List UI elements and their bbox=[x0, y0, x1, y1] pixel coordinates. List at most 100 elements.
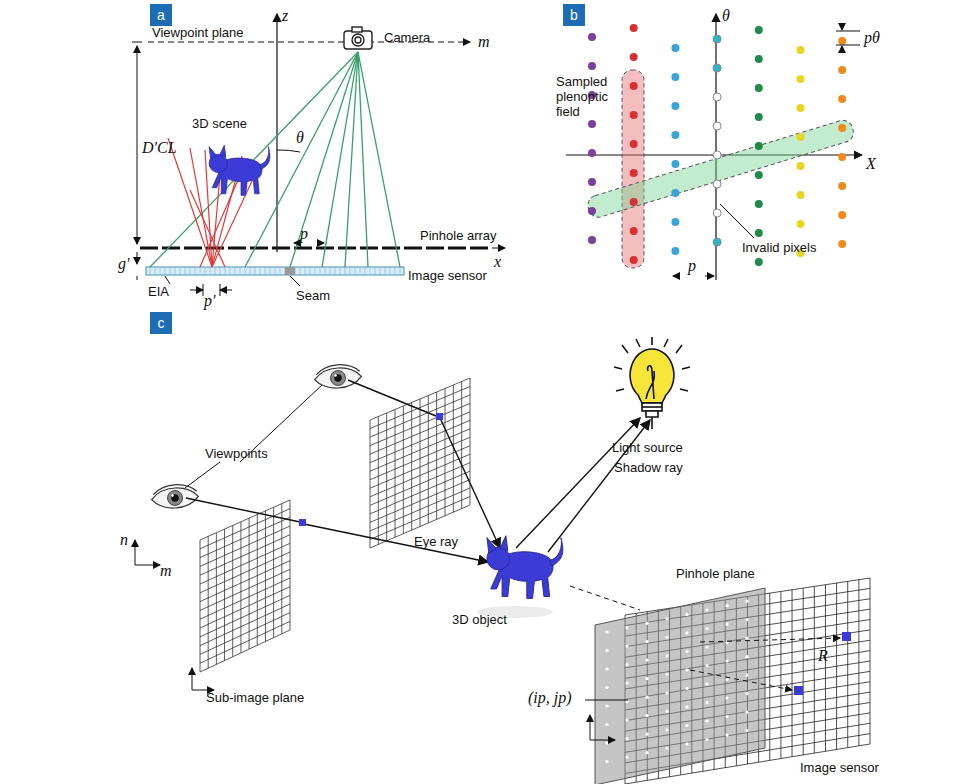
dimension-label: p′ bbox=[204, 293, 216, 308]
pixel-tick bbox=[170, 267, 171, 275]
pixel-tick bbox=[310, 267, 311, 275]
plane-label: Viewpoint plane bbox=[152, 25, 244, 40]
pixel-tick bbox=[365, 267, 366, 275]
pixel-tick bbox=[190, 267, 191, 275]
pinhole bbox=[745, 618, 748, 621]
grid-line bbox=[200, 578, 290, 619]
pinhole bbox=[645, 696, 648, 699]
pixel-tick bbox=[360, 267, 361, 275]
sample-dot bbox=[588, 33, 596, 41]
sample-dot bbox=[838, 95, 846, 103]
grid-line bbox=[216, 533, 217, 665]
pixel-tick bbox=[245, 267, 246, 275]
sample-dot bbox=[630, 24, 638, 32]
sample-dot bbox=[797, 104, 805, 112]
sample-dot bbox=[838, 37, 846, 45]
pixel-tick bbox=[165, 267, 166, 275]
pinhole bbox=[725, 660, 728, 663]
dimension-label: g′ bbox=[118, 256, 130, 271]
pinhole bbox=[685, 687, 688, 690]
pixel-tick bbox=[270, 267, 271, 275]
pixel-tick bbox=[300, 267, 301, 275]
pinhole bbox=[625, 756, 628, 759]
pixel-tick bbox=[205, 267, 206, 275]
part-label: Sub-image plane bbox=[206, 690, 304, 705]
pinhole bbox=[685, 613, 688, 616]
pinhole bbox=[725, 734, 728, 737]
grid-line bbox=[411, 403, 412, 531]
pinhole bbox=[705, 701, 708, 704]
axis-label: θ bbox=[722, 8, 730, 23]
grid-line bbox=[265, 511, 266, 642]
pinhole bbox=[645, 751, 648, 754]
pinhole bbox=[685, 668, 688, 671]
grid-line bbox=[200, 621, 290, 663]
grid-line bbox=[208, 536, 209, 668]
panel-letter: a bbox=[157, 7, 165, 23]
sample-dot bbox=[588, 236, 596, 244]
sample-dot bbox=[755, 229, 763, 237]
grid-line bbox=[370, 463, 470, 506]
pinhole bbox=[705, 738, 708, 741]
pinhole bbox=[625, 663, 628, 666]
angle-label: θ bbox=[296, 130, 304, 145]
pinhole bbox=[685, 724, 688, 727]
part-label: Viewpoints bbox=[205, 446, 268, 461]
grid-line bbox=[240, 522, 241, 653]
grid-line bbox=[200, 595, 290, 636]
axis-label: m bbox=[160, 563, 172, 578]
pinhole bbox=[605, 686, 608, 689]
pinhole bbox=[605, 630, 608, 633]
pinhole bbox=[705, 719, 708, 722]
sample-dot bbox=[838, 66, 846, 74]
sample-dot bbox=[755, 142, 763, 150]
coordinate-label: (ip, jp) bbox=[528, 690, 572, 705]
sample-dot bbox=[797, 162, 805, 170]
sample-dot bbox=[755, 84, 763, 92]
sample-dot bbox=[755, 200, 763, 208]
pixel-tick bbox=[305, 267, 306, 275]
sample-dot bbox=[838, 124, 846, 132]
dimension-label: D′CL bbox=[142, 140, 177, 155]
pinhole bbox=[745, 729, 748, 732]
part-label: Shadow ray bbox=[614, 460, 683, 475]
grid-line bbox=[200, 613, 290, 655]
sample-dot bbox=[713, 122, 721, 130]
sample-dot bbox=[755, 171, 763, 179]
grid-line bbox=[420, 399, 421, 527]
pixel-tick bbox=[315, 267, 316, 275]
sample-dot bbox=[797, 191, 805, 199]
pixel-tick bbox=[180, 267, 181, 275]
axis-label: m bbox=[478, 34, 490, 49]
pinhole bbox=[685, 742, 688, 745]
grid-line bbox=[378, 417, 379, 545]
sample-dot bbox=[588, 207, 596, 215]
sample-dot bbox=[671, 102, 679, 110]
pinhole bbox=[745, 600, 748, 603]
pixel-tick bbox=[220, 267, 221, 275]
pixel-tick bbox=[320, 267, 321, 275]
pixel-tick bbox=[265, 267, 266, 275]
grid-line bbox=[200, 587, 290, 628]
sample-dot bbox=[797, 46, 805, 54]
sample-dot bbox=[588, 62, 596, 70]
pinhole bbox=[665, 636, 668, 639]
sample-dot bbox=[713, 64, 721, 72]
pinhole bbox=[665, 617, 668, 620]
pinhole bbox=[645, 714, 648, 717]
part-label: Eye ray bbox=[414, 534, 458, 549]
grid-line bbox=[249, 518, 250, 649]
sample-dot bbox=[838, 211, 846, 219]
pixel-tick bbox=[395, 267, 396, 275]
pixel-tick bbox=[160, 267, 161, 275]
grid-line bbox=[370, 437, 470, 479]
part-label: Camera bbox=[384, 30, 430, 45]
dimension-label: p bbox=[300, 226, 308, 241]
grid-frame bbox=[370, 378, 470, 548]
pixel-tick bbox=[330, 267, 331, 275]
pixel-tick bbox=[230, 267, 231, 275]
grid-line bbox=[370, 497, 470, 540]
pinhole bbox=[705, 664, 708, 667]
